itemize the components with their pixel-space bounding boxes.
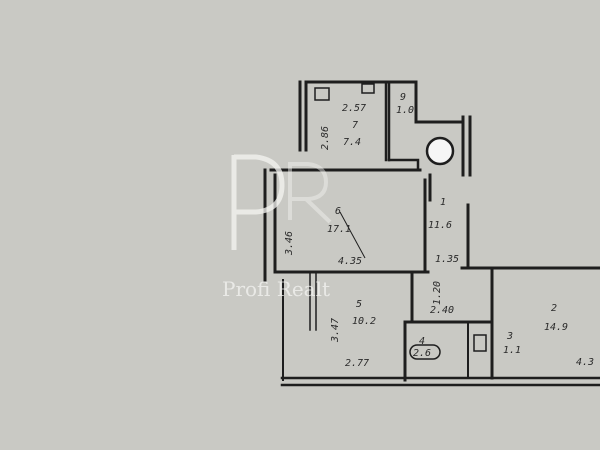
room-area: 14.9 <box>544 322 568 333</box>
dim-label: 2.57 <box>342 103 366 114</box>
sink-icon <box>361 83 375 94</box>
dim-label: 3.47 <box>330 318 341 343</box>
dim-label: 2.86 <box>320 126 331 150</box>
room-area: 7.4 <box>343 137 361 148</box>
room-area: 11.6 <box>428 220 452 231</box>
room-area: 1.0 <box>396 105 414 116</box>
room-number: 2 <box>551 303 557 314</box>
dim-label: 1.35 <box>435 254 459 265</box>
room-area: 2.6 <box>413 348 431 359</box>
dim-label: 4.3 <box>576 357 594 368</box>
toilet-icon <box>473 334 487 352</box>
room-number: 5 <box>356 299 362 310</box>
room-labels: 2.57 7 7.4 2.86 9 1.0 1 11.6 1.35 6 17.1… <box>284 92 594 369</box>
room-area: 1.1 <box>503 345 521 356</box>
room-number: 1 <box>440 197 446 208</box>
room-number: 7 <box>352 120 358 131</box>
stove-icon <box>314 87 330 101</box>
dim-label: 2.77 <box>345 358 369 369</box>
room-number: 9 <box>400 92 406 103</box>
walls <box>263 80 600 387</box>
dim-label: 2.40 <box>430 305 454 316</box>
shaft-icon <box>425 136 455 166</box>
dim-label: 1.20 <box>432 281 443 305</box>
bathtub-icon <box>409 344 441 360</box>
dimension-line <box>339 211 366 259</box>
dim-label: 3.46 <box>284 231 295 256</box>
watermark: Profi Realt <box>222 154 332 301</box>
room-number: 6 <box>335 206 341 217</box>
room-area: 17.1 <box>327 224 351 235</box>
room-number: 3 <box>506 331 513 342</box>
room-number: 4 <box>419 336 425 347</box>
dim-label: 4.35 <box>338 256 362 267</box>
room-area: 10.2 <box>352 316 376 327</box>
watermark-text: Profi Realt <box>222 277 330 301</box>
watermark-logo <box>231 154 332 250</box>
fixtures <box>314 83 487 360</box>
